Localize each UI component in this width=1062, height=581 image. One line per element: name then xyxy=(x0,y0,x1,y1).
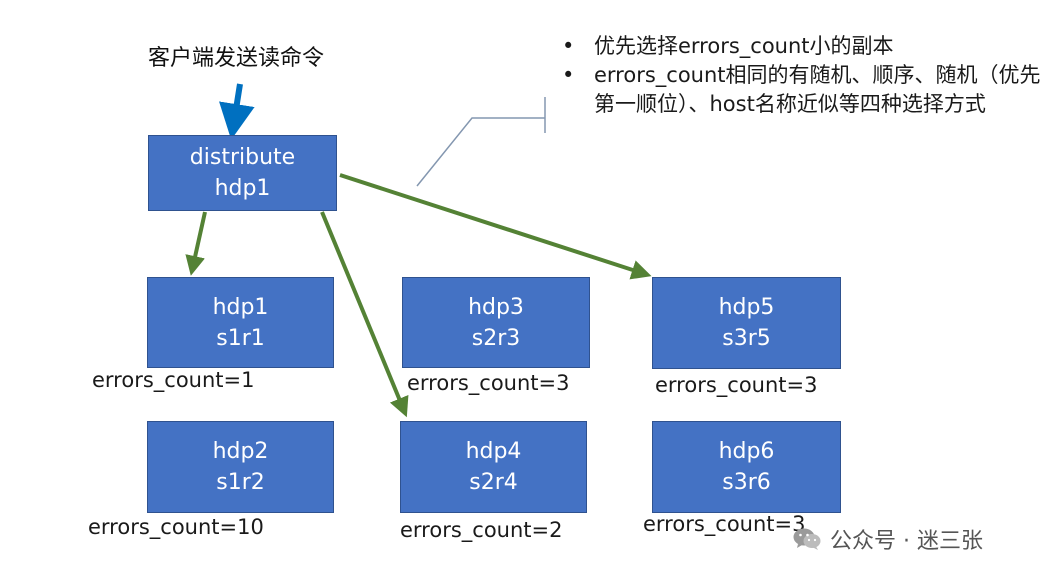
errors-count-hdp2: errors_count=10 xyxy=(88,515,264,539)
replica-slot: s1r2 xyxy=(216,470,265,495)
replica-node-hdp2: hdp2 s1r2 xyxy=(147,421,334,513)
watermark-text: 公众号 · 迷三张 xyxy=(830,529,983,554)
route-arrow-hdp1 xyxy=(185,211,207,276)
replica-node-hdp4: hdp4 s2r4 xyxy=(400,421,587,513)
errors-count-hdp4: errors_count=2 xyxy=(400,518,563,542)
route-arrow-hdp4 xyxy=(320,211,409,418)
client-read-label: 客户端发送读命令 xyxy=(148,46,325,71)
replica-node-hdp3: hdp3 s2r3 xyxy=(402,277,590,368)
note-item: errors_count相同的有随机、顺序、随机（优先第一顺位）、host名称近… xyxy=(560,61,1055,119)
replica-node-hdp1: hdp1 s1r1 xyxy=(147,277,334,368)
errors-count-hdp3: errors_count=3 xyxy=(407,371,570,395)
distribute-title: distribute xyxy=(189,145,296,170)
wechat-icon xyxy=(793,528,821,550)
selection-notes: 优先选择errors_count小的副本 errors_count相同的有随机、… xyxy=(560,32,1055,119)
replica-host: hdp6 xyxy=(718,439,775,464)
replica-slot: s3r6 xyxy=(722,470,771,495)
distribute-node: distribute hdp1 xyxy=(148,135,337,211)
note-item: 优先选择errors_count小的副本 xyxy=(560,32,1055,61)
errors-count-hdp5: errors_count=3 xyxy=(655,373,818,397)
distribute-host: hdp1 xyxy=(214,176,271,201)
replica-node-hdp6: hdp6 s3r6 xyxy=(652,421,841,513)
replica-node-hdp5: hdp5 s3r5 xyxy=(652,277,841,369)
watermark: 公众号 · 迷三张 xyxy=(792,523,983,555)
client-request-arrow xyxy=(219,83,255,140)
replica-host: hdp4 xyxy=(465,439,522,464)
replica-slot: s3r5 xyxy=(722,326,771,351)
replica-host: hdp5 xyxy=(718,295,775,320)
errors-count-hdp6: errors_count=3 xyxy=(643,512,806,536)
replica-slot: s2r3 xyxy=(471,325,521,351)
replica-slot: s1r1 xyxy=(216,325,265,351)
callout-line xyxy=(416,117,545,187)
route-arrow-hdp5 xyxy=(339,173,652,280)
replica-host: hdp1 xyxy=(212,294,269,320)
errors-count-hdp1: errors_count=1 xyxy=(92,368,255,392)
replica-host: hdp3 xyxy=(468,294,524,320)
replica-host: hdp2 xyxy=(212,439,269,464)
replica-slot: s2r4 xyxy=(469,470,518,495)
